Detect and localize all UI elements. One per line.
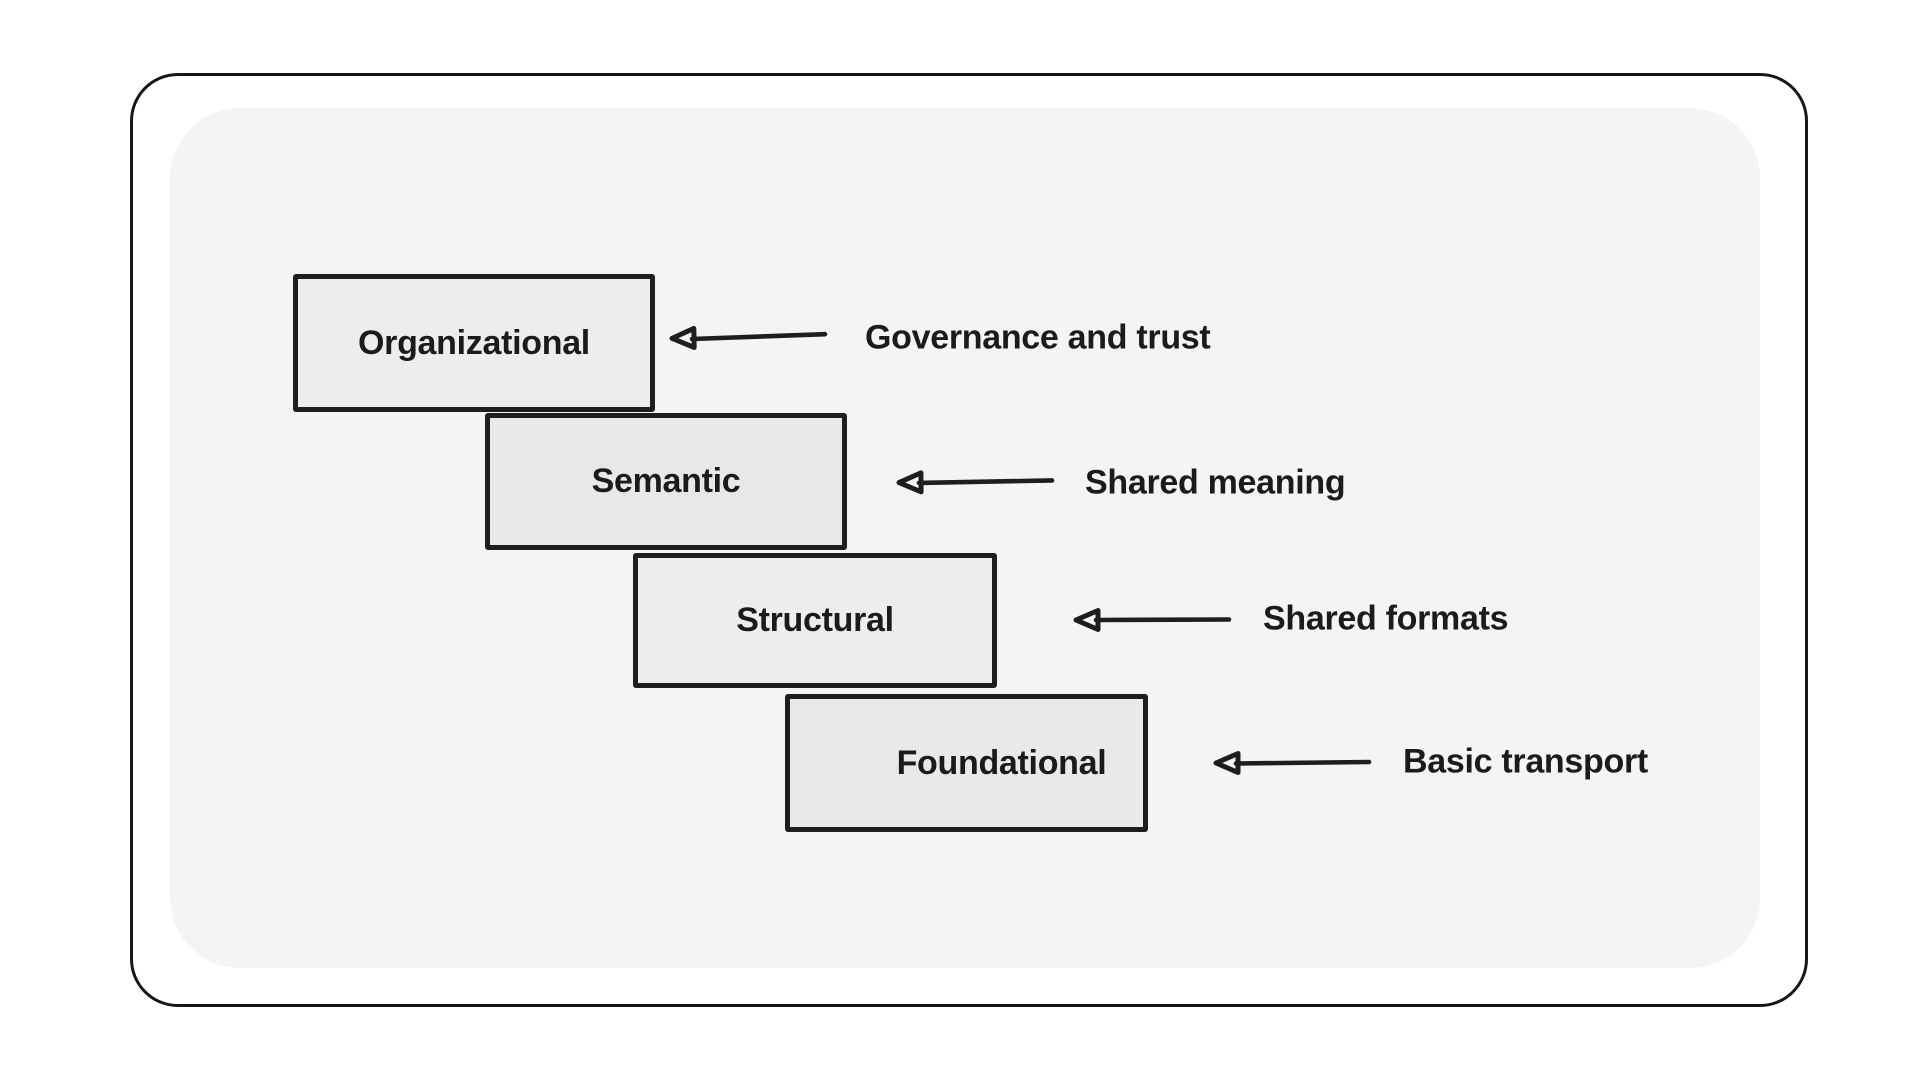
layer-box-semantic: Semantic [485, 413, 847, 550]
inner-panel [170, 108, 1760, 968]
layer-label: Structural [736, 601, 894, 639]
layer-box-organizational: Organizational [293, 274, 655, 412]
annotation-governance-and-trust: Governance and trust [865, 318, 1211, 357]
annotation-basic-transport: Basic transport [1403, 742, 1648, 781]
layer-label: Foundational [896, 743, 1107, 782]
left-arrow-icon [1213, 751, 1372, 775]
layer-label: Organizational [358, 323, 590, 362]
layer-box-foundational: Foundational [785, 694, 1148, 832]
left-arrow-icon [669, 325, 828, 350]
layer-box-structural: Structural [633, 553, 997, 688]
left-arrow-icon [1073, 608, 1232, 632]
annotation-shared-formats: Shared formats [1263, 599, 1509, 638]
left-arrow-icon [896, 470, 1055, 495]
annotation-shared-meaning: Shared meaning [1085, 463, 1346, 502]
layer-label: Semantic [591, 462, 741, 500]
